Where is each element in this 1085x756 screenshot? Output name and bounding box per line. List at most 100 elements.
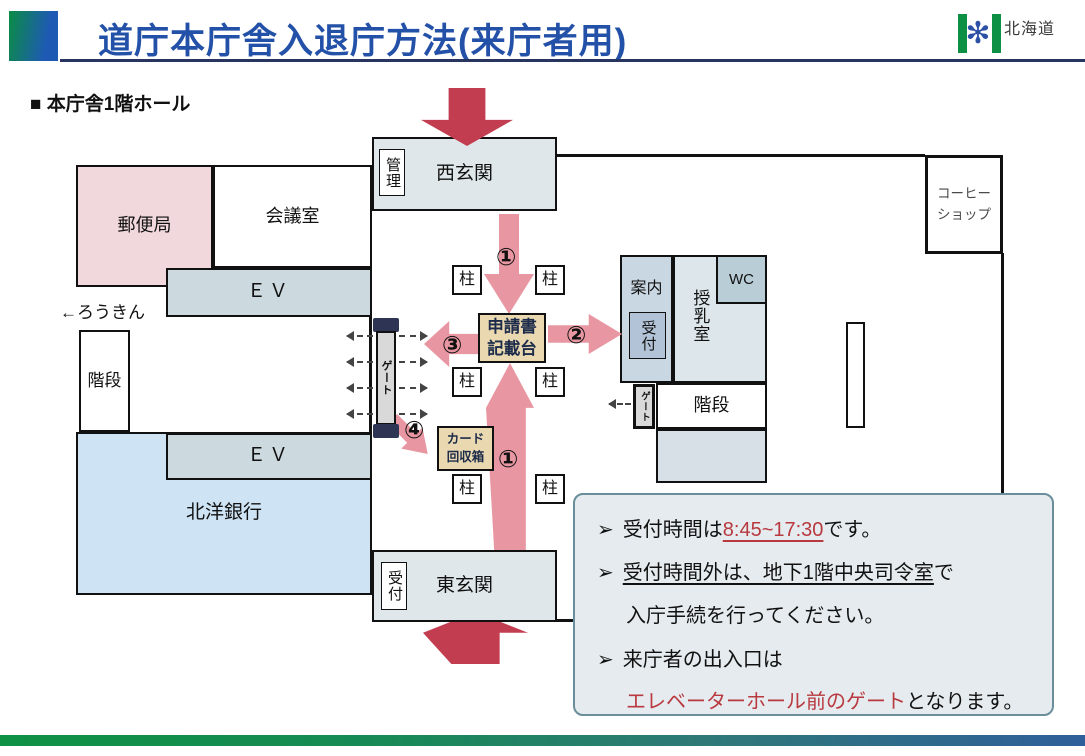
- pillar-box: 柱: [452, 474, 482, 504]
- note-4-text: 来庁者の出入口は: [622, 649, 783, 671]
- note-5-gate: エレベーターホール前のゲート: [626, 691, 906, 713]
- west-entrance-tag: 管理: [379, 149, 405, 196]
- stairs-gate-label: ゲート: [639, 390, 650, 423]
- card-collection-box: カード 回収箱: [437, 426, 494, 471]
- application-desk: 申請書 記載台: [478, 313, 546, 363]
- room-west-entrance-label: 西玄関: [435, 162, 493, 184]
- application-desk-label-2: 記載台: [487, 340, 537, 358]
- route-number-1b: ①: [498, 446, 519, 473]
- note-line-4: ➢ 来庁者の出入口は: [597, 643, 783, 672]
- pillar-label: 柱: [541, 271, 558, 289]
- main-gate-cap-bottom: [373, 424, 399, 438]
- title-accent-square: [9, 11, 58, 61]
- note-2-underlined: 受付時間外は、地下1階中央司令室: [622, 562, 934, 584]
- gate-flow-right-arrow: [399, 331, 428, 341]
- pillar-box: 柱: [452, 265, 482, 295]
- note-3-text: 入庁手続を行ってください。: [626, 605, 885, 627]
- room-coffee-shop-label-1: コーヒー: [937, 185, 991, 201]
- room-information-label: 案内: [630, 280, 663, 297]
- east-entrance-tag-label: 受付: [386, 570, 403, 602]
- room-ev-lower: ＥＶ: [166, 433, 372, 480]
- pref-name-label: 北海道: [1004, 21, 1056, 38]
- bullet-arrow-icon: ➢: [597, 519, 614, 541]
- note-2-post: で: [933, 562, 954, 584]
- note-1-hours: 8:45~17:30: [722, 519, 824, 541]
- note-line-5: エレベーターホール前のゲートとなります。: [626, 685, 1023, 714]
- wall-right: [1001, 253, 1004, 494]
- gate-flow-left-arrow: [346, 409, 373, 419]
- room-ev-upper-label: ＥＶ: [246, 281, 291, 303]
- footer-gradient-bar: [0, 735, 1085, 746]
- pillar-label: 柱: [458, 480, 475, 498]
- route-number-1a: ①: [496, 244, 517, 271]
- room-post-office-label: 郵便局: [117, 215, 172, 236]
- wall-east-stub: [557, 619, 577, 622]
- pillar-label: 柱: [458, 373, 475, 391]
- pillar-box: 柱: [535, 474, 565, 504]
- hokkaido-logo-bar-left: [958, 14, 967, 53]
- room-coffee-shop: コーヒー ショップ: [925, 155, 1003, 254]
- card-collection-box-label-1: カード: [446, 432, 485, 446]
- room-ev-lower-label: ＥＶ: [246, 445, 291, 467]
- east-entrance-tag: 受付: [381, 562, 407, 610]
- room-coffee-shop-label-2: ショップ: [937, 206, 991, 222]
- route-number-2: ②: [566, 322, 587, 349]
- rokin-label: ←ろうきん: [60, 303, 145, 322]
- section-title: ■ 本庁舎1階ホール: [30, 94, 191, 115]
- pillar-box: 柱: [535, 367, 565, 397]
- note-line-3: 入庁手続を行ってください。: [626, 599, 884, 628]
- note-line-1: ➢ 受付時間は8:45~17:30です。: [597, 513, 881, 542]
- hokkaido-star-icon: ✻: [965, 17, 991, 50]
- pillar-box: 柱: [452, 367, 482, 397]
- room-stairs-right-label: 階段: [693, 395, 730, 416]
- notes-panel: ➢ 受付時間は8:45~17:30です。 ➢ 受付時間外は、地下1階中央司令室で 入…: [573, 493, 1054, 716]
- room-stairs-left: 階段: [79, 330, 130, 432]
- room-hokuyo-bank-label: 北洋銀行: [185, 502, 262, 524]
- route-number-3: ③: [442, 332, 463, 359]
- room-post-office: 郵便局: [76, 165, 213, 287]
- room-stairs-right: 階段: [656, 383, 767, 429]
- room-below-stairs: [656, 429, 767, 483]
- wall-center-vertical: [369, 211, 372, 550]
- application-desk-label-1: 申請書: [487, 317, 537, 336]
- pillar-label: 柱: [458, 271, 475, 289]
- hokkaido-logo-bar-right: [992, 14, 1001, 53]
- note-line-2: ➢ 受付時間外は、地下1階中央司令室で: [597, 556, 954, 585]
- gate-flow-right-arrow: [399, 383, 428, 393]
- main-gate-label: ゲート: [380, 360, 392, 396]
- page-title: 道庁本庁舎入退庁方法(来庁者用): [98, 22, 628, 61]
- header-divider: [60, 59, 1085, 62]
- gate-flow-left-arrow: [346, 383, 373, 393]
- note-1-post: です。: [823, 519, 882, 541]
- reception-counter-label: 受付: [639, 319, 657, 352]
- note-5-post: となります。: [906, 691, 1024, 713]
- main-gate-cap-top: [373, 318, 399, 332]
- card-collection-box-label-2: 回収箱: [446, 449, 485, 464]
- wall-segment: [846, 322, 865, 428]
- reception-counter: 受付: [629, 312, 666, 359]
- pillar-box: 柱: [535, 265, 565, 295]
- room-east-entrance-label: 東玄関: [435, 574, 493, 596]
- room-ev-upper: ＥＶ: [166, 268, 372, 317]
- room-meeting: 会議室: [213, 165, 372, 268]
- stairs-gate: ゲート: [633, 384, 655, 429]
- stairs-gate-left-arrow: [608, 399, 631, 409]
- main-gate: ゲート: [376, 331, 396, 425]
- gate-flow-right-arrow: [399, 409, 428, 419]
- pillar-label: 柱: [541, 480, 558, 498]
- route-number-4: ④: [404, 417, 425, 444]
- gate-flow-right-arrow: [399, 357, 428, 367]
- pillar-label: 柱: [541, 373, 558, 391]
- gate-flow-left-arrow: [346, 331, 373, 341]
- west-entrance-tag-label: 管理: [384, 156, 401, 189]
- room-meeting-label: 会議室: [265, 205, 320, 226]
- room-wc-label: WC: [729, 270, 754, 288]
- bullet-arrow-icon: ➢: [597, 562, 614, 584]
- bullet-arrow-icon: ➢: [597, 649, 614, 671]
- room-nursing-label: 授乳室: [690, 289, 710, 343]
- note-1-pre: 受付時間は: [622, 519, 723, 541]
- gate-flow-left-arrow: [346, 357, 373, 367]
- wall-top: [557, 154, 925, 157]
- room-wc: WC: [716, 255, 767, 304]
